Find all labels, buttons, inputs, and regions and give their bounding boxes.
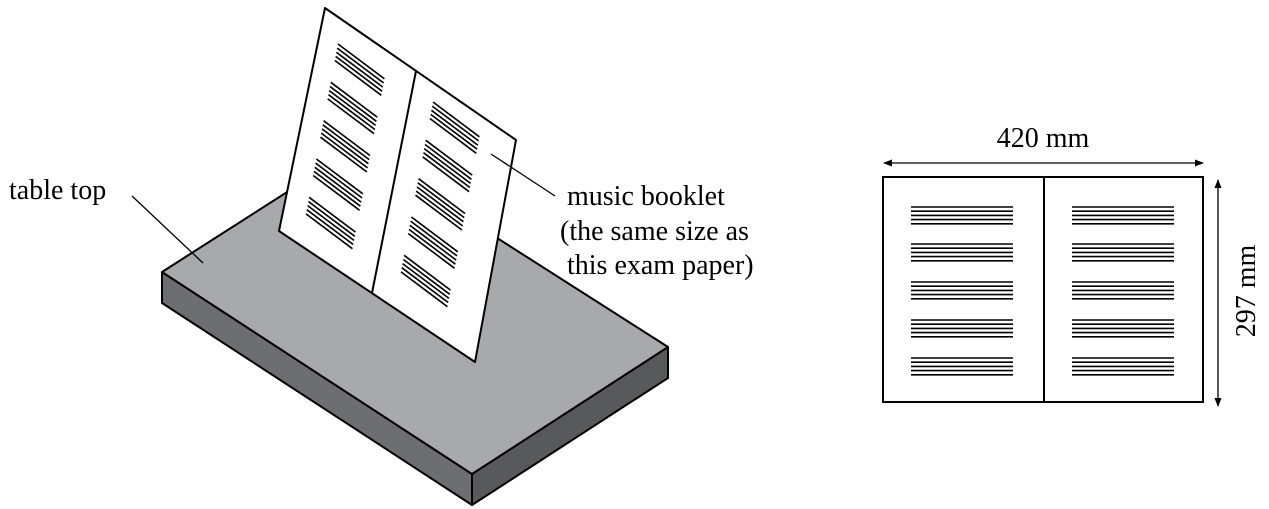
booklet-staff-line	[423, 152, 471, 189]
booklet-staff-line	[409, 224, 457, 261]
booklet-staff-line	[337, 43, 385, 80]
booklet-staff-line	[429, 117, 477, 154]
booklet-staff-line	[417, 182, 465, 219]
booklet-staff-line	[308, 196, 356, 233]
booklet-leader	[490, 153, 556, 197]
booklet-staff-line	[402, 258, 451, 295]
booklet-staves	[305, 43, 480, 308]
booklet-staff-line	[424, 143, 472, 180]
booklet-staff-line	[314, 166, 362, 203]
booklet-staff-line	[422, 156, 470, 193]
booklet-staff-line	[313, 170, 361, 207]
upright-booklet	[278, 7, 517, 363]
booklet-staff-line	[431, 105, 480, 142]
booklet-staff-line	[307, 204, 355, 242]
booklet-staff-line	[335, 55, 383, 92]
booklet-staff-line	[403, 254, 451, 291]
booklet-label-line1: music booklet	[567, 181, 725, 212]
booklet-spine	[371, 70, 417, 294]
booklet-staff-line	[323, 120, 371, 157]
booklet-staff-line	[425, 139, 473, 176]
booklet-staff-line	[401, 267, 449, 304]
booklet-label-line2: (the same size as	[560, 216, 749, 247]
booklet-staff-line	[334, 59, 382, 96]
booklet-staff-line	[418, 178, 466, 215]
booklet-staff-line	[423, 147, 472, 185]
booklet-staff-line	[430, 109, 479, 146]
booklet-staff-line	[402, 262, 450, 300]
booklet-staff-line	[329, 85, 377, 122]
booklet-staff-line	[321, 128, 369, 165]
table-top-label: table top	[9, 175, 106, 206]
booklet-staff-line	[315, 162, 363, 199]
booklet-staff-line	[415, 194, 463, 231]
booklet-staff-line	[432, 101, 480, 138]
booklet-staff-line	[328, 89, 377, 127]
table-top-leader	[131, 195, 204, 264]
booklet-staff-line	[312, 174, 361, 211]
booklet-label-line3: this exam paper)	[567, 250, 754, 281]
flat-booklet	[882, 176, 1204, 403]
booklet-staff-line	[327, 98, 375, 135]
booklet-staff-line	[407, 232, 456, 269]
booklet-staff-line	[410, 216, 459, 253]
booklet-staff-line	[315, 158, 364, 195]
booklet-staff-line	[322, 124, 370, 161]
booklet-staff-line	[330, 81, 378, 118]
booklet-staff-line	[320, 136, 368, 173]
booklet-staff-line	[400, 271, 448, 308]
width-dimension-label: 420 mm	[997, 123, 1090, 154]
booklet-staff-line	[328, 94, 376, 131]
booklet-staff-line	[320, 132, 369, 169]
flat-booklet-staves	[911, 206, 1174, 376]
booklet-staff-line	[415, 190, 464, 227]
height-dimension-label: 297 mm	[1231, 245, 1262, 338]
booklet-staff-line	[305, 213, 353, 250]
booklet-staff-line	[408, 228, 456, 265]
booklet-staff-line	[307, 200, 356, 237]
booklet-staff-line	[336, 47, 385, 84]
booklet-staff-line	[430, 113, 478, 150]
booklet-staff-line	[335, 51, 384, 88]
booklet-staff-line	[306, 209, 354, 246]
booklet-staff-line	[416, 186, 464, 223]
booklet-staff-line	[410, 220, 458, 257]
